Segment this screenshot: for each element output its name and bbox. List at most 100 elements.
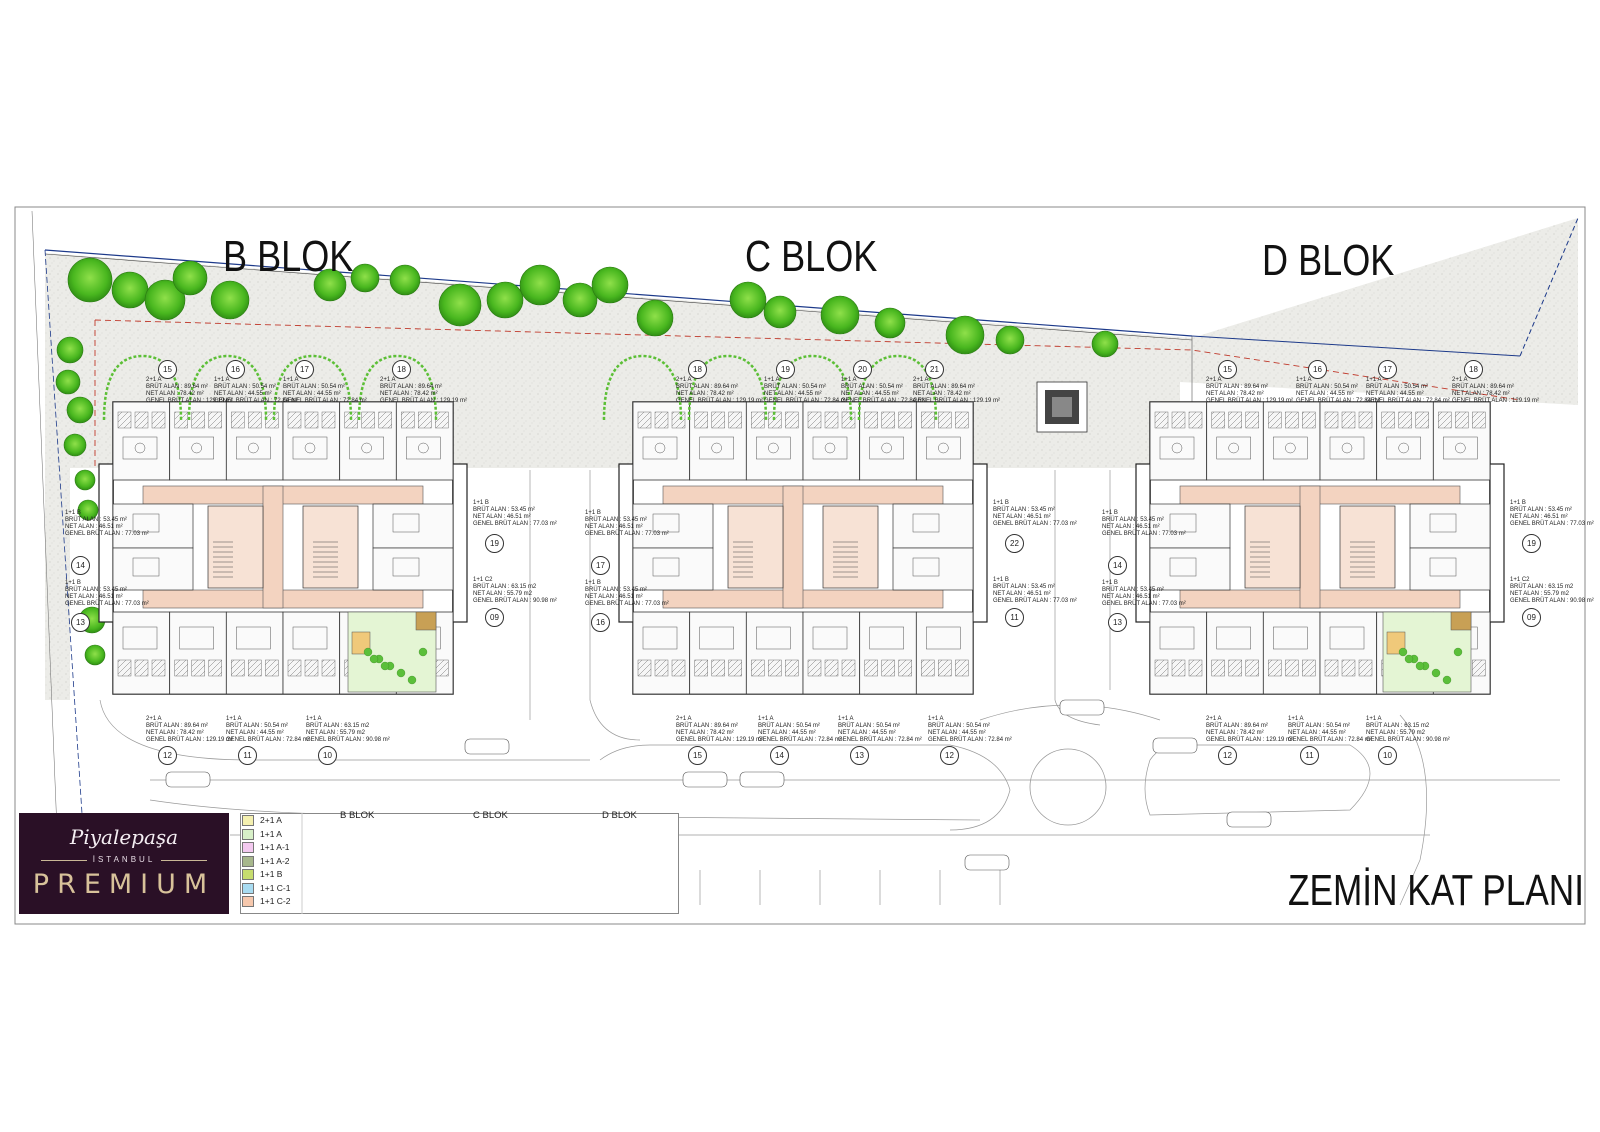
unit-number: 19	[1522, 534, 1541, 553]
unit-number: 09	[1522, 608, 1541, 627]
brand-main: PREMIUM	[32, 869, 216, 900]
unit-number: 17	[591, 556, 610, 575]
unit-number: 15	[1218, 360, 1237, 379]
legend-label: 1+1 B	[260, 869, 283, 879]
unit-number: 15	[688, 746, 707, 765]
unit-number: 12	[940, 746, 959, 765]
garden-d	[1382, 611, 1472, 693]
legend-swatch	[242, 828, 254, 840]
legend-label: 1+1 C-1	[260, 882, 291, 893]
unit-number: 19	[485, 534, 504, 553]
unit-number: 19	[776, 360, 795, 379]
stair-pavilion	[1036, 381, 1088, 433]
unit-number: 13	[1108, 613, 1127, 632]
unit-number: 16	[1308, 360, 1327, 379]
unit-number: 22	[1005, 534, 1024, 553]
unit-number: 14	[71, 556, 90, 575]
legend-swatch	[242, 882, 254, 894]
legend-swatch	[242, 896, 254, 908]
unit-number: 15	[158, 360, 177, 379]
mini-title-b: B BLOK	[340, 810, 375, 821]
unit-number: 17	[295, 360, 314, 379]
roundabout	[1029, 748, 1107, 826]
unit-number: 13	[850, 746, 869, 765]
tree-line	[55, 257, 1119, 666]
mini-title-c: C BLOK	[473, 810, 508, 821]
unit-number: 11	[1300, 746, 1319, 765]
legend-item: 1+1 A	[242, 829, 282, 840]
brand-sub: İSTANBUL	[92, 855, 156, 864]
unit-number: 10	[318, 746, 337, 765]
legend-item: 1+1 B	[242, 869, 283, 881]
buildings	[98, 354, 1505, 695]
legend-item: 1+1 C-2	[242, 896, 290, 908]
unit-number: 20	[853, 360, 872, 379]
unit-number: 11	[1005, 608, 1024, 627]
hedge-arches-b	[102, 354, 438, 421]
unit-number: 17	[1378, 360, 1397, 379]
unit-number: 16	[591, 613, 610, 632]
legend-swatch	[242, 815, 254, 827]
brand-script: Piyalepaşa	[69, 825, 179, 849]
legend-swatch	[242, 869, 254, 881]
unit-number: 18	[688, 360, 707, 379]
legend-label: 1+1 A-2	[260, 855, 290, 866]
legend-swatch	[242, 855, 254, 867]
unit-number: 12	[1218, 746, 1237, 765]
unit-number: 18	[392, 360, 411, 379]
legend-item: 2+1 A	[242, 815, 282, 827]
legend-frame	[240, 813, 679, 914]
drawing-frame	[14, 206, 1586, 925]
block-title-b: B BLOK	[223, 232, 354, 281]
legend-item: 1+1 A-2	[242, 856, 290, 867]
unit-number: 13	[71, 613, 90, 632]
legend-label: 2+1 A	[260, 815, 282, 825]
legend-item: 1+1 C-1	[242, 883, 290, 894]
block-title-d: D BLOK	[1262, 236, 1395, 285]
legend-label: 1+1 A-1	[260, 842, 290, 852]
unit-number: 18	[1464, 360, 1483, 379]
brand-logo: Piyalepaşa İSTANBUL PREMIUM	[19, 813, 229, 914]
garden-b	[347, 611, 437, 693]
unit-number: 16	[226, 360, 245, 379]
building-c-blok	[618, 401, 988, 695]
setback-line	[94, 319, 1521, 401]
unit-number: 21	[925, 360, 944, 379]
unit-number: 09	[485, 608, 504, 627]
unit-number: 14	[1108, 556, 1127, 575]
parked-cars	[165, 699, 1272, 871]
